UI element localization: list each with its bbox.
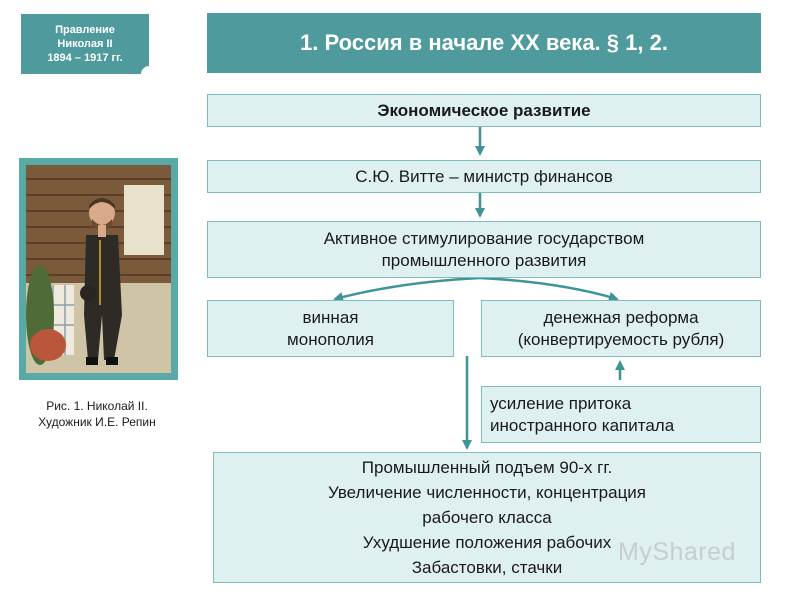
caption-line-2: Художник И.Е. Репин	[38, 415, 156, 429]
foreign-capital-box: усиление притока иностранного капитала	[481, 386, 761, 443]
reign-label: Правление Николая II 1894 – 1917 гг.	[21, 14, 149, 74]
monetary-reform-line-1: денежная реформа	[543, 307, 699, 327]
caption-line-1: Рис. 1. Николай II.	[46, 399, 148, 413]
slide-title: 1. Россия в начале XX века. § 1, 2.	[207, 13, 761, 73]
result-line-3: рабочего класса	[422, 508, 552, 527]
economic-development-box: Экономическое развитие	[207, 94, 761, 127]
result-line-1: Промышленный подъем 90-х гг.	[361, 458, 613, 477]
reign-dates: 1894 – 1917 гг.	[47, 52, 123, 64]
reign-line-2: Николая II	[57, 38, 113, 50]
reign-line-1: Правление	[55, 24, 115, 36]
result-line-4: Ухудшение положения рабочих	[362, 533, 612, 552]
foreign-capital-line-1: усиление притока	[490, 393, 632, 413]
wine-monopoly-line-2: монополия	[287, 329, 374, 349]
portrait-frame	[19, 158, 178, 380]
wine-monopoly-box: винная монополия	[207, 300, 454, 357]
state-stimulation-line-2: промышленного развития	[381, 250, 587, 270]
monetary-reform-line-2: (конвертируемость рубля)	[517, 329, 725, 349]
industrial-result-box: Промышленный подъем 90-х гг. Увеличение …	[213, 452, 761, 583]
result-line-5: Забастовки, стачки	[411, 558, 563, 577]
reign-corner-notch	[141, 66, 149, 74]
portrait-image	[26, 165, 171, 373]
witte-minister-box: С.Ю. Витте – министр финансов	[207, 160, 761, 193]
arrow-to-monetary-reform	[479, 276, 619, 302]
portrait-caption: Рис. 1. Николай II. Художник И.Е. Репин	[12, 398, 182, 430]
state-stimulation-box: Активное стимулирование государством про…	[207, 221, 761, 278]
wine-monopoly-line-1: винная	[302, 307, 359, 327]
result-line-2: Увеличение численности, концентрация	[327, 483, 647, 502]
state-stimulation-line-1: Активное стимулирование государством	[323, 228, 645, 248]
arrow-to-wine-monopoly	[333, 276, 481, 302]
monetary-reform-box: денежная реформа (конвертируемость рубля…	[481, 300, 761, 357]
foreign-capital-line-2: иностранного капитала	[490, 415, 675, 435]
watermark: MyShared	[618, 538, 736, 566]
